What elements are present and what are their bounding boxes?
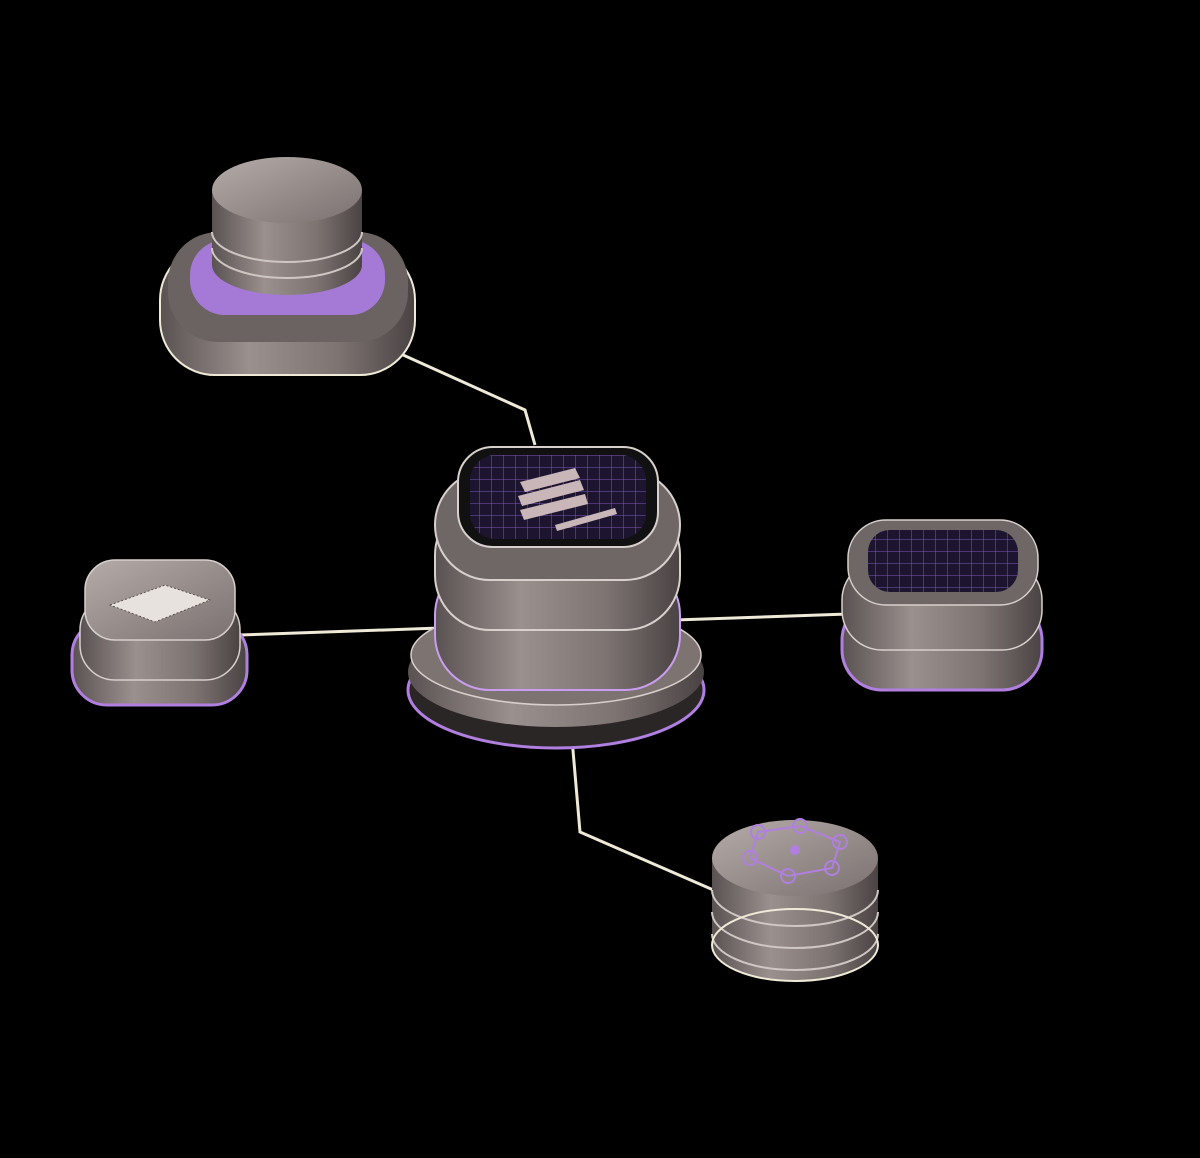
database-cylinder-icon xyxy=(211,157,363,295)
chip-node xyxy=(70,559,249,707)
hub-node xyxy=(406,446,706,750)
storage-node xyxy=(159,157,416,376)
grid-panel-icon xyxy=(868,530,1018,592)
connector-grid-hub xyxy=(674,612,849,622)
hexagon-network-icon xyxy=(742,818,848,884)
grid-node xyxy=(840,519,1044,692)
connector-chip-hub xyxy=(239,626,441,637)
microchip-icon xyxy=(108,584,212,623)
connector-storage-hub xyxy=(369,338,537,446)
network-node xyxy=(711,818,879,982)
chart-grid-icon xyxy=(518,468,617,531)
